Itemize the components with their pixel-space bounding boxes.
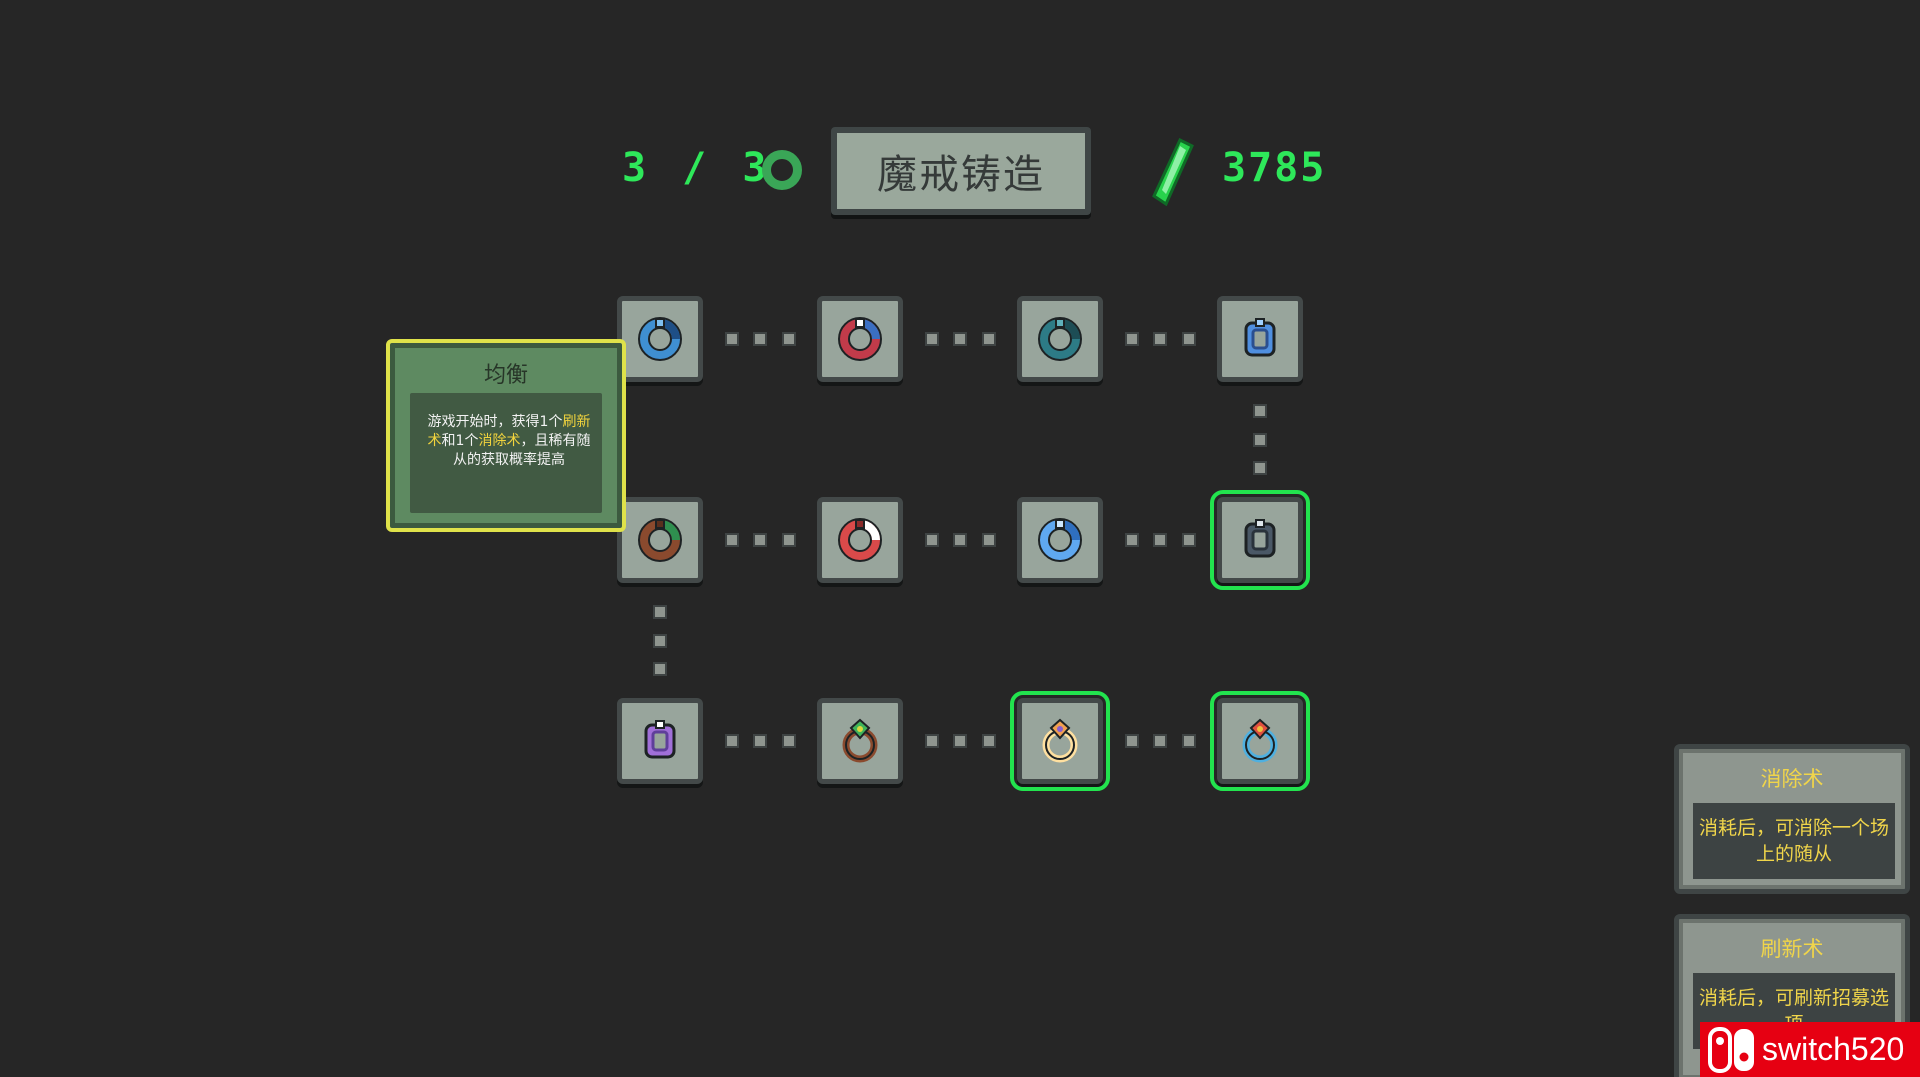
card-title: 刷新术 [1760,937,1824,961]
path-connector-dot [924,533,939,547]
path-connector-dot [1153,533,1167,547]
path-connector-dot [724,734,739,748]
watermark: switch520 [1700,1022,1920,1077]
ring-node-green-brown-ring[interactable] [617,497,703,583]
ring-icon [762,150,802,190]
switch-logo-icon [1708,1026,1754,1073]
path-connector-dot [781,734,796,748]
card-title: 消除术 [1760,767,1824,791]
path-connector-dot [724,332,739,346]
ring-node-grey-skull-ring[interactable] [1210,490,1310,590]
path-connector-dot [1181,734,1196,748]
path-connector-dot [924,734,939,748]
path-connector-dot [1153,332,1167,346]
path-connector-dot [981,533,996,547]
path-connector-dot [1253,461,1267,476]
path-connector-dot [953,332,967,346]
path-connector-dot [1153,734,1167,748]
ring-icon [1244,519,1276,558]
ring-node-blue-amulet-ring[interactable] [1217,296,1303,382]
path-connector-dot [1253,432,1267,447]
path-connector-dot [1124,332,1139,346]
path-connector-dot [653,604,667,619]
path-connector-dot [653,662,667,677]
card-description: 消耗后，可消除一个场上的随从 [1693,803,1895,879]
path-connector-dot [1181,332,1196,346]
path-connector-dot [724,533,739,547]
path-connector-dot [981,332,996,346]
watermark-text: switch520 [1762,1031,1905,1067]
path-connector-dot [953,734,967,748]
tooltip-description: 游戏开始时，获得1个刷新术和1个消除术，且稀有随从的获取概率提高 [410,393,602,513]
ring-node-sky-blue-ring[interactable] [1017,497,1103,583]
tooltip-title: 均衡 [483,363,528,388]
path-connector-dot [1253,403,1267,418]
path-connector-dot [1124,734,1139,748]
green-crystal-icon [1152,138,1194,206]
ring-icon [644,720,676,759]
ring-icon [1242,718,1278,763]
forge-title: 魔戒铸造 [831,127,1091,215]
ring-icon [838,317,882,361]
currency-amount: 3785 [1222,145,1327,191]
path-connector-dot [753,734,767,748]
path-connector-dot [781,533,796,547]
ring-tooltip: 均衡 游戏开始时，获得1个刷新术和1个消除术，且稀有随从的获取概率提高 [386,339,626,532]
ring-icon [1042,718,1078,763]
erase-spell-card[interactable]: 消除术 消耗后，可消除一个场上的随从 [1674,744,1910,894]
ring-icon [1038,317,1082,361]
path-connector-dot [981,734,996,748]
ring-icon [638,317,682,361]
ring-node-orange-purple-ring[interactable] [1010,691,1110,791]
path-connector-dot [753,332,767,346]
path-connector-dot [753,533,767,547]
ring-node-teal-spiral-ring[interactable] [1017,296,1103,382]
path-connector-dot [1124,533,1139,547]
ring-count: 3 / 3 [622,145,773,191]
path-connector-dot [781,332,796,346]
ring-icon [638,518,682,562]
ring-node-green-gem-ring[interactable] [817,698,903,784]
ring-node-blue-cross-ring[interactable] [617,296,703,382]
tooltip-text: 游戏开始时，获得1个 [427,414,563,430]
ring-node-red-blue-ring[interactable] [817,296,903,382]
tooltip-highlight-erase: 消除术 [478,433,521,449]
path-connector-dot [1181,533,1196,547]
ring-node-purple-amulet-ring[interactable] [617,698,703,784]
ring-icon [842,718,878,763]
tooltip-text: 和1个 [441,433,479,449]
ring-node-red-white-ring[interactable] [817,497,903,583]
ring-node-rainbow-ring[interactable] [1210,691,1310,791]
path-connector-dot [653,633,667,648]
ring-icon [838,518,882,562]
tooltip-text: ，且稀有随从的获取概率提高 [453,433,591,468]
ring-icon [1038,518,1082,562]
tooltip-highlight-refresh: 刷新术 [427,414,591,449]
path-connector-dot [953,533,967,547]
ring-icon [1244,318,1276,357]
path-connector-dot [924,332,939,346]
